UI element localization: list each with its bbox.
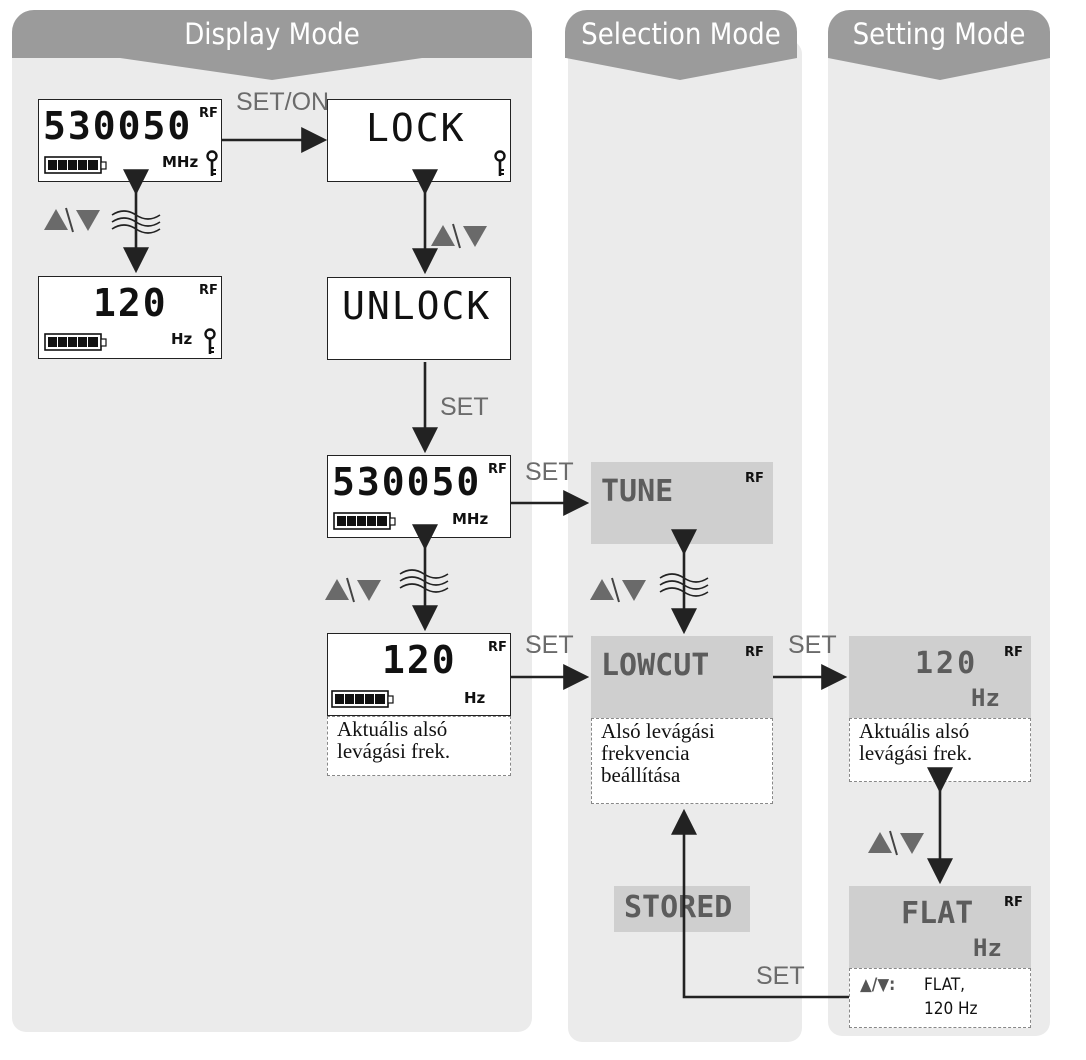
set-label: SET (788, 631, 837, 659)
setting-value: 120 (915, 646, 979, 681)
up-down-icon (590, 577, 646, 603)
up-down-icon (44, 207, 100, 233)
note-line: levágási frek. (337, 739, 451, 763)
note-line: levágási frek. (859, 741, 973, 765)
rf-indicator: RF (488, 462, 507, 477)
lowcut-value: 120 (93, 281, 168, 325)
rf-indicator: RF (199, 283, 218, 298)
note-line: beállítása (601, 763, 681, 787)
note-line: Aktuális alsó (337, 717, 448, 741)
setting-flat-note: ▲/▼: FLAT, 120 Hz (849, 968, 1031, 1028)
stored-indicator: STORED (614, 886, 750, 932)
key-icon (206, 150, 218, 176)
key-icon (494, 150, 506, 176)
lock-text: LOCK (366, 106, 466, 150)
tune-menu-item[interactable]: TUNE RF (591, 462, 773, 544)
setting-value-screen[interactable]: 120 RF Hz (849, 636, 1031, 718)
display-mode-header: Display Mode (12, 10, 532, 58)
rf-indicator: RF (199, 106, 218, 121)
note-line: frekvencia (601, 741, 690, 765)
rf-indicator: RF (1004, 895, 1023, 910)
selection-mode-header: Selection Mode (565, 10, 797, 58)
rf-indicator: RF (745, 645, 764, 660)
unit-label: Hz (464, 689, 486, 707)
rf-indicator: RF (488, 640, 507, 655)
unit-label: Hz (973, 934, 1002, 962)
note-line: Alsó levágási (601, 719, 715, 743)
set-label: SET (756, 962, 805, 990)
stored-label: STORED (624, 890, 733, 925)
display-lowcut-note: Aktuális alsó levágási frek. (327, 716, 511, 776)
lowcut-label: LOWCUT (601, 648, 710, 683)
key-icon (204, 328, 216, 354)
note-line: Aktuális alsó (859, 719, 970, 743)
set-on-label: SET/ON (236, 88, 330, 116)
lock-screen: LOCK (327, 99, 511, 182)
frequency-value: 530050 (43, 104, 193, 148)
rf-indicator: RF (745, 471, 764, 486)
unit-label: MHz (162, 153, 199, 171)
unit-label: Hz (171, 330, 193, 348)
setting-flat-screen[interactable]: FLAT RF Hz (849, 886, 1031, 968)
frequency-value: 530050 (332, 460, 482, 504)
display-lowcut-screen-2: 120 RF Hz (327, 633, 511, 716)
setting-mode-header: Setting Mode (828, 10, 1050, 58)
flat-value: FLAT (901, 896, 974, 931)
battery-icon (44, 156, 107, 174)
unlock-text: UNLOCK (342, 284, 492, 328)
battery-icon (44, 333, 107, 351)
lowcut-value: 120 (382, 638, 457, 682)
up-down-icon (431, 223, 487, 249)
tune-label: TUNE (601, 474, 674, 509)
updown-keys: ▲/▼: (860, 975, 896, 995)
display-lowcut-screen: 120 RF Hz (38, 276, 222, 359)
up-down-icon (868, 830, 924, 856)
set-label: SET (525, 631, 574, 659)
set-label: SET (440, 393, 489, 421)
battery-icon (331, 690, 394, 708)
selection-lowcut-note: Alsó levágási frekvencia beállítása (591, 718, 773, 804)
battery-icon (333, 512, 396, 530)
unit-label: MHz (452, 510, 489, 528)
note-line: 120 Hz (924, 999, 978, 1019)
note-line: FLAT, (924, 975, 966, 995)
unlock-screen: UNLOCK (327, 277, 511, 360)
rf-indicator: RF (1004, 645, 1023, 660)
up-down-icon (325, 577, 381, 603)
lowcut-menu-item[interactable]: LOWCUT RF (591, 636, 773, 718)
set-label: SET (525, 458, 574, 486)
unit-label: Hz (971, 684, 1000, 712)
